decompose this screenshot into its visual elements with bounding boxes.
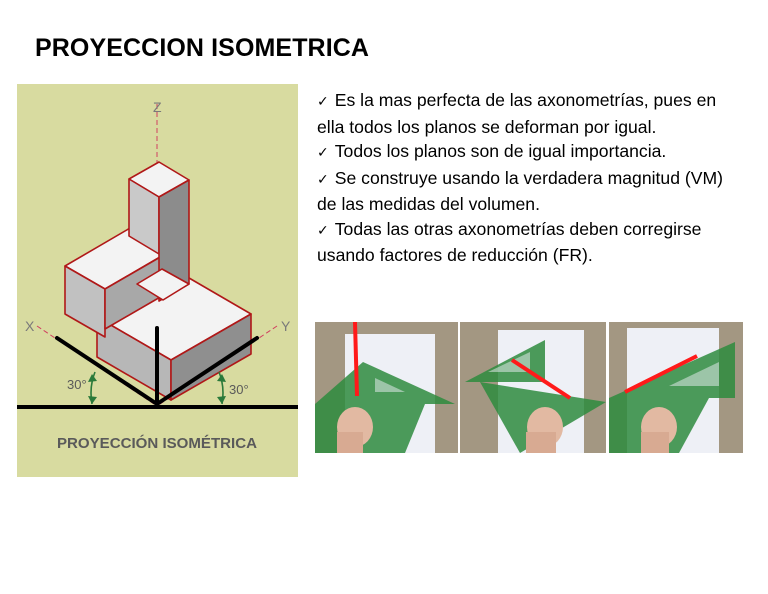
bullet-text: Todos los planos son de igual importanci… xyxy=(334,141,667,161)
x-base-line xyxy=(55,336,159,406)
bullet-text: Todas las otras axonometrías deben corre… xyxy=(317,218,702,266)
bullet-item: ✓Es la mas perfecta de las axonometrías,… xyxy=(317,88,747,139)
y-base-line xyxy=(155,336,259,406)
bullet-list: ✓Es la mas perfecta de las axonometrías,… xyxy=(317,88,747,268)
arrow-icon xyxy=(88,396,97,404)
page-title: PROYECCION ISOMETRICA xyxy=(35,34,370,62)
arrow-icon xyxy=(88,374,97,382)
check-icon: ✓ xyxy=(317,94,329,110)
photo-vertical-line xyxy=(315,322,458,453)
axis-label-y: Y xyxy=(281,318,291,334)
highlight-line xyxy=(353,322,359,397)
bullet-text: Es la mas perfecta de las axonometrías, … xyxy=(317,90,717,137)
bullet-item: ✓ Todos los planos son de igual importanc… xyxy=(317,139,747,166)
highlight-line xyxy=(624,354,698,394)
isometric-drawing: Z X Y 30° 30° PROYECCIÓN ISOMÉTRICA xyxy=(17,99,298,452)
photo-rising-line xyxy=(609,322,743,453)
photo-diagonal-line xyxy=(460,322,606,453)
check-icon: ✓ xyxy=(317,145,329,161)
set-square-photos xyxy=(315,322,743,453)
check-icon: ✓ xyxy=(317,222,329,239)
highlight-line xyxy=(510,358,572,400)
bullet-item: ✓Todas las otras axonometrías deben corr… xyxy=(317,217,747,268)
figure-caption: PROYECCIÓN ISOMÉTRICA xyxy=(57,434,258,452)
bullet-text: Se construye usando la verdadera magnitu… xyxy=(317,167,723,215)
arrow-icon xyxy=(217,374,226,382)
axis-label-z: Z xyxy=(153,99,162,115)
bullet-item: ✓Se construye usando la verdadera magnit… xyxy=(317,166,747,217)
angle-label-right: 30° xyxy=(229,382,249,397)
isometric-projection-figure: Z X Y 30° 30° PROYECCIÓN ISOMÉTRICA xyxy=(17,84,298,477)
check-icon: ✓ xyxy=(317,171,329,188)
axis-label-x: X xyxy=(25,318,35,334)
arrow-icon xyxy=(217,396,226,404)
isometric-solid xyxy=(64,161,252,401)
angle-label-left: 30° xyxy=(67,377,87,392)
